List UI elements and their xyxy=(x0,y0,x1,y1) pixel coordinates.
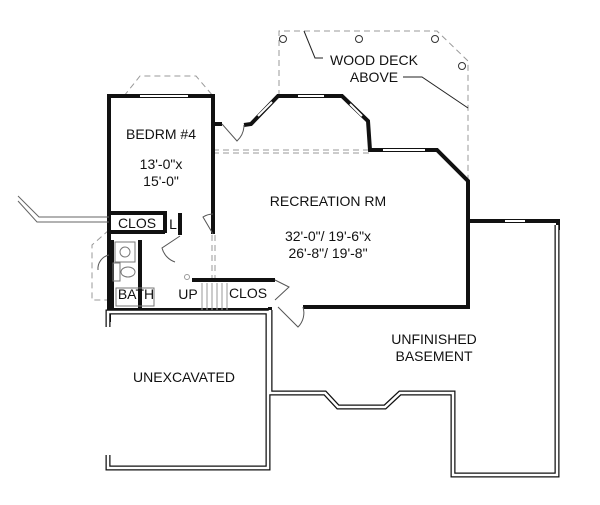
wood-deck-outline xyxy=(91,30,469,301)
bedroom-dim-length: 15'-0" xyxy=(143,173,179,189)
deck-label-1: WOOD DECK xyxy=(330,52,418,68)
recreation-label: RECREATION RM xyxy=(269,193,387,209)
recreation-dim-1: 32'-0"/ 19'-6"x xyxy=(284,228,372,244)
deck-label-2: ABOVE xyxy=(349,69,399,85)
unexcavated-label: UNEXCAVATED xyxy=(133,369,235,385)
railing xyxy=(17,195,109,223)
bedroom-label: BEDRM #4 xyxy=(125,126,197,142)
stair-closet-label: CLOS xyxy=(228,285,268,301)
bath-label: BATH xyxy=(117,286,155,302)
doors xyxy=(97,123,305,328)
deck-leader-lines xyxy=(303,30,469,109)
basement-label-1: UNFINISHED xyxy=(391,331,477,347)
windows xyxy=(140,95,525,222)
deck-posts xyxy=(279,35,466,70)
stairs[interactable] xyxy=(184,274,228,311)
recreation-dim-2: 26'-8"/ 19'-8" xyxy=(288,245,368,261)
stairs-up-label: UP xyxy=(178,286,198,302)
linen-label: L xyxy=(169,216,177,232)
basement-label-2: BASEMENT xyxy=(395,348,473,364)
closet-label: CLOS xyxy=(117,215,157,231)
bath-fixtures xyxy=(112,241,155,307)
bedroom-dim-width: 13'-0"x xyxy=(139,156,183,172)
